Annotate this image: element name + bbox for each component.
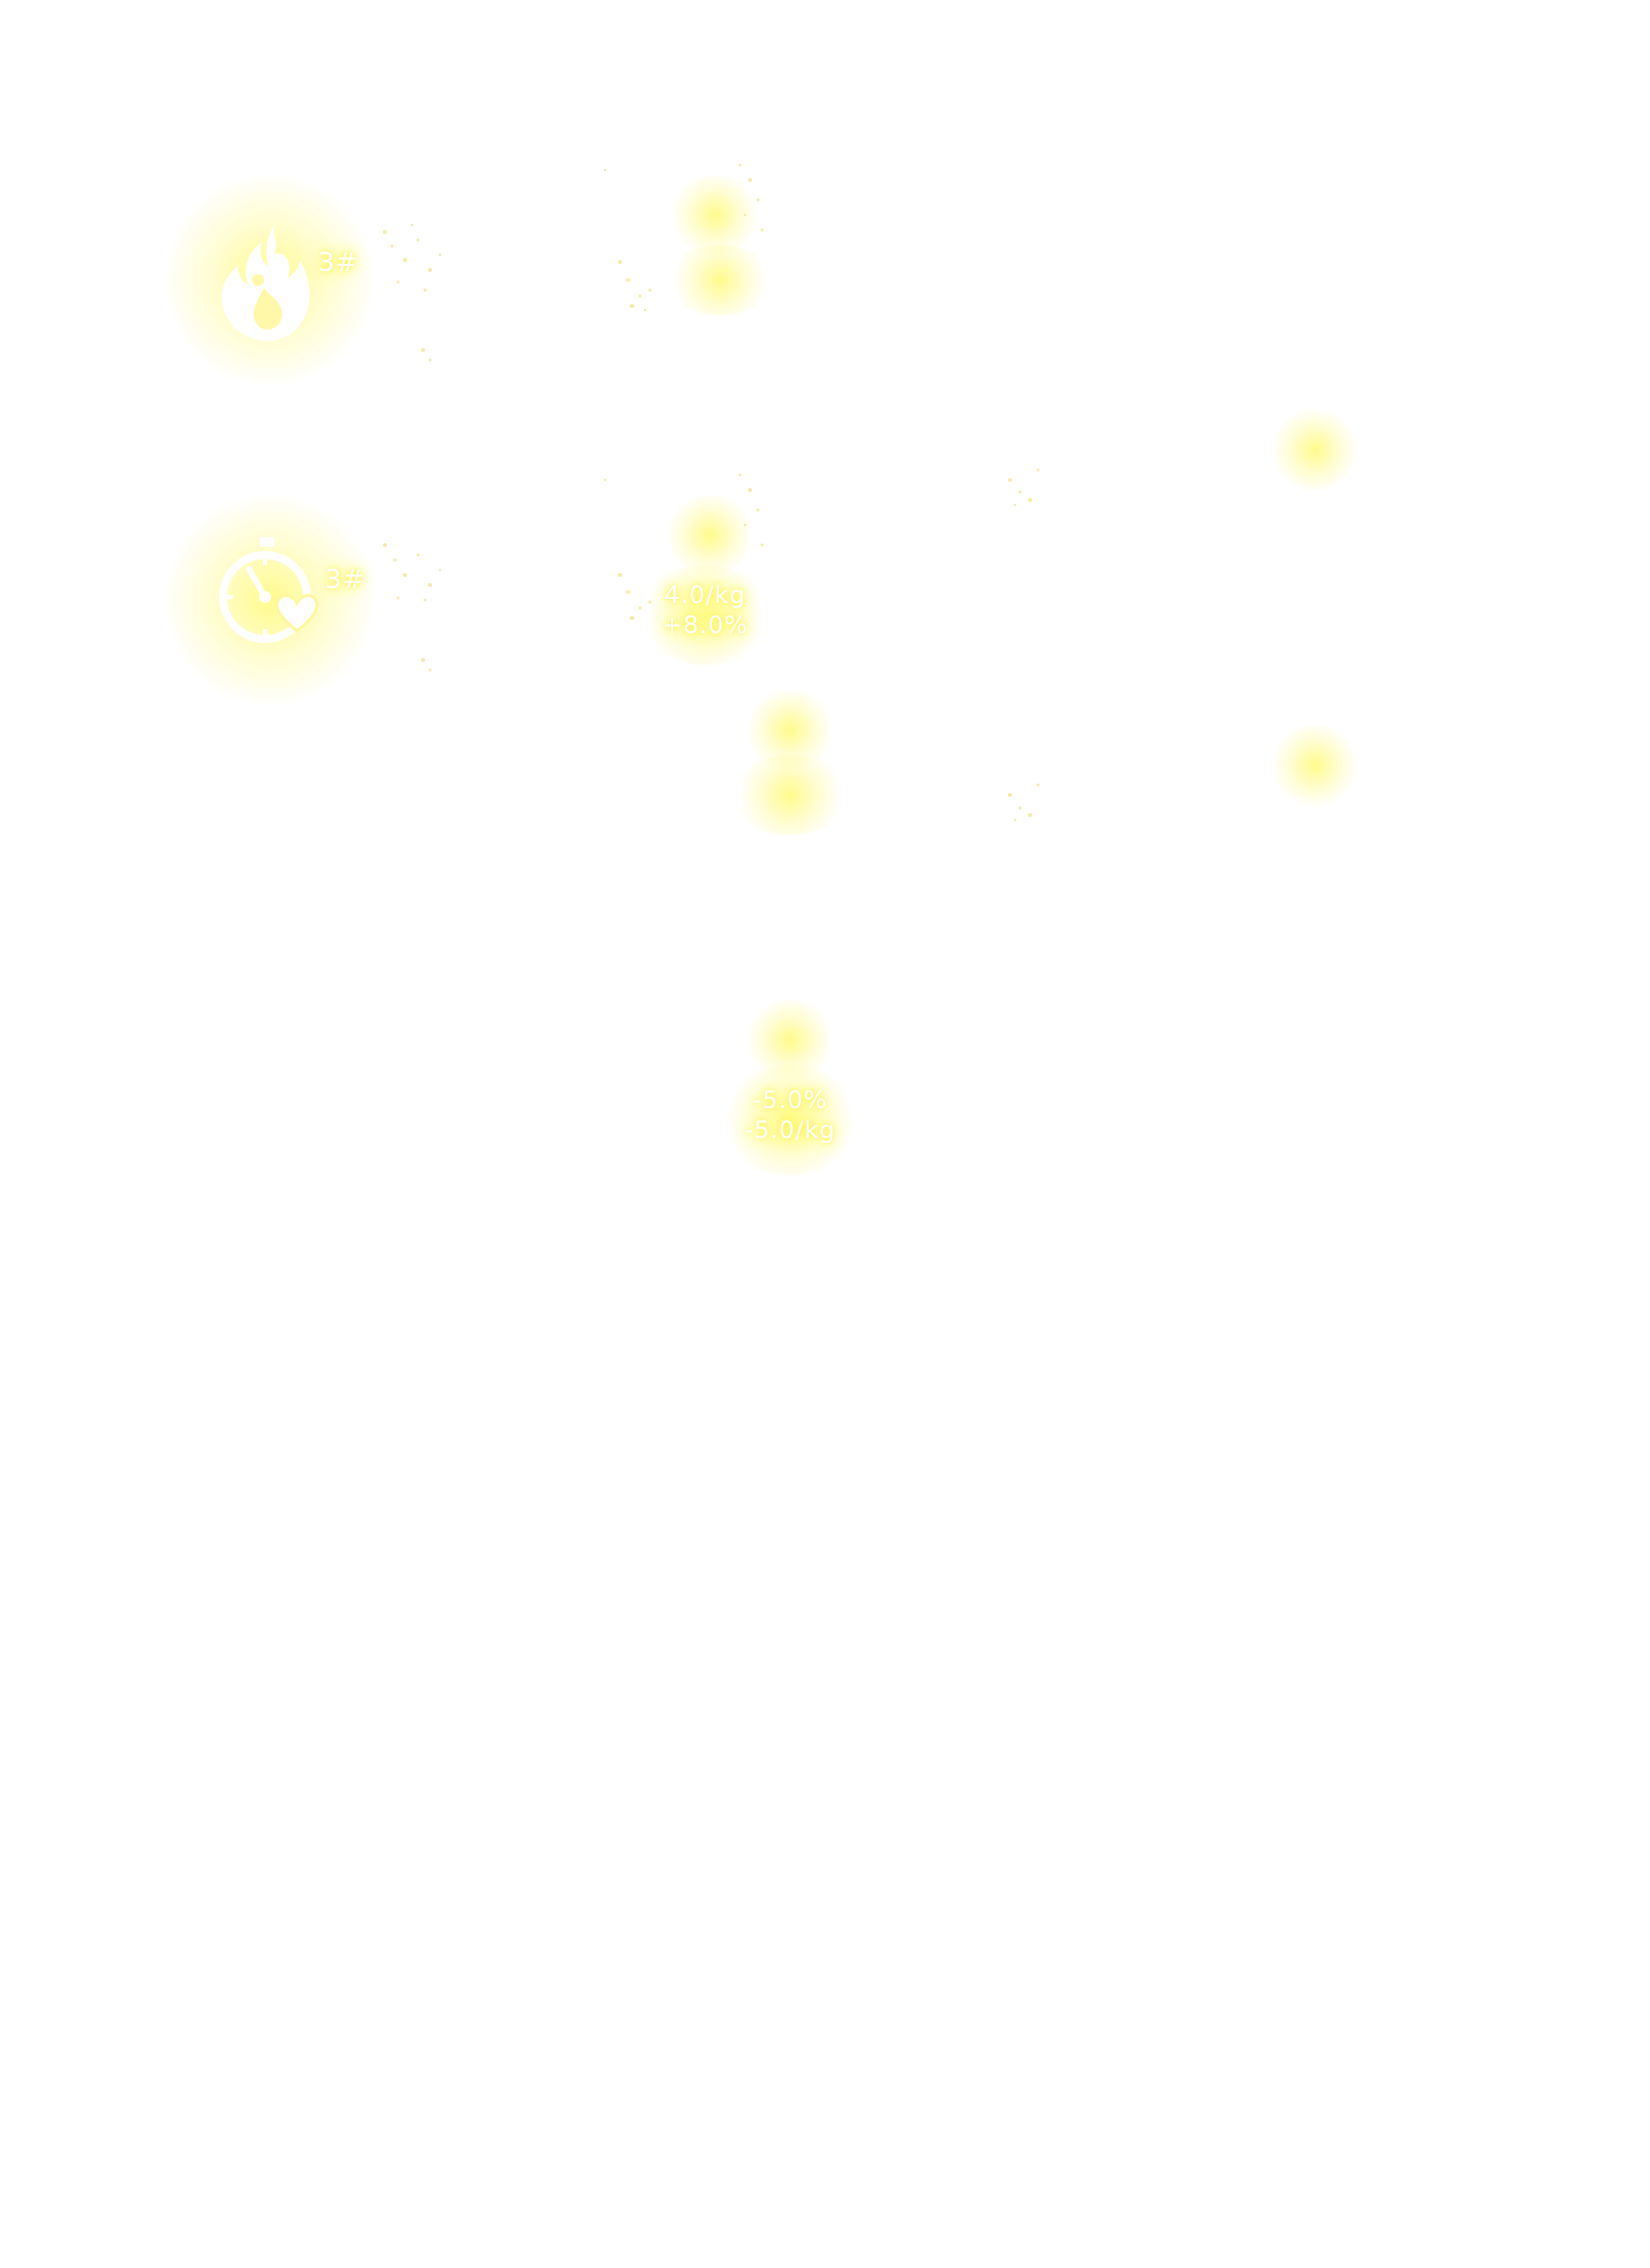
skill-flame-level: 3# xyxy=(318,248,359,278)
skill-stopwatch-heart[interactable]: 3# xyxy=(215,535,364,650)
skill-stopwatch-level: 3# xyxy=(325,565,366,595)
flame-icon xyxy=(221,222,310,342)
skill-flame[interactable]: 3# xyxy=(218,220,357,345)
node-glow-lower-a-top xyxy=(745,690,835,770)
node-glow-right-upper xyxy=(1270,410,1360,490)
node-glow-lower-a-bottom xyxy=(730,755,850,835)
node-r2-bottom[interactable]: +8.0% xyxy=(661,611,749,639)
node-r2-middle[interactable]: 4.0/kg xyxy=(664,581,746,609)
node-lower-b-bottom[interactable]: -5.0/kg xyxy=(744,1116,836,1144)
node-glow-r2-top xyxy=(665,495,755,575)
node-glow-lower-b-top xyxy=(745,1000,835,1080)
node-glow-r1-top xyxy=(670,175,760,255)
node-glow-right-lower xyxy=(1270,725,1360,805)
node-glow-r1-bottom xyxy=(665,245,775,315)
node-lower-b-middle[interactable]: -5.0% xyxy=(752,1086,828,1114)
stopwatch-heart-icon xyxy=(219,537,319,643)
